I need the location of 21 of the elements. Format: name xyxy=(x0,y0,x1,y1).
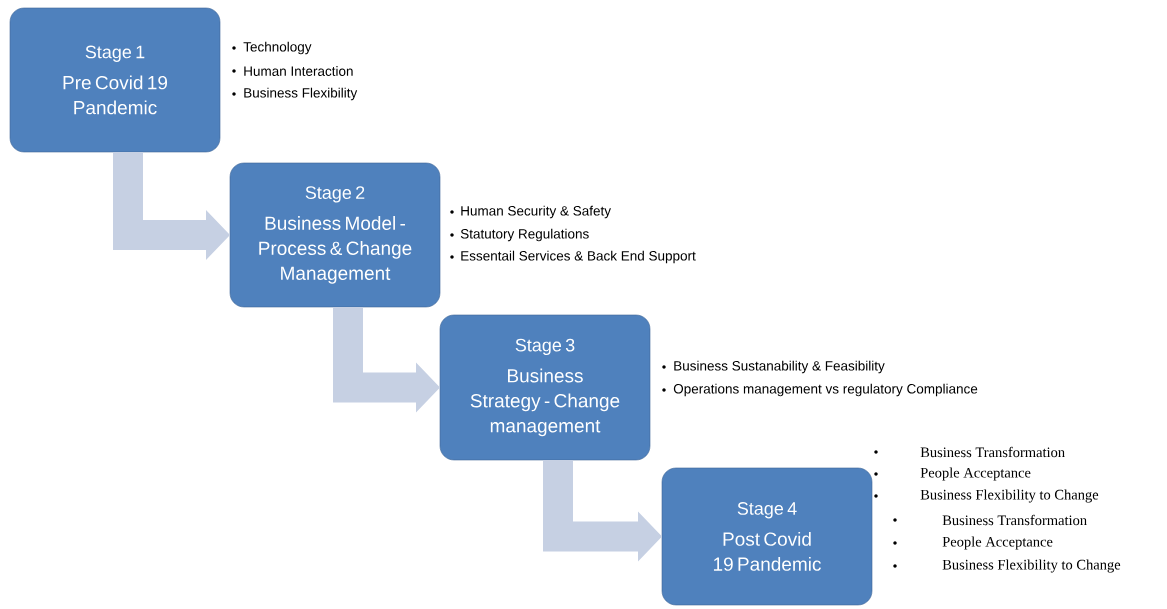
bent-arrow xyxy=(543,460,662,562)
bullet-item: Essentail Services & Back End Support xyxy=(450,250,696,264)
bullet-item: Business Flexibility to Change xyxy=(874,489,1099,503)
stage-box: Stage 1 Pre Covid 19 Pandemic xyxy=(9,7,221,153)
stage-box: Stage 4 Post Covid 19 Pandemic xyxy=(661,467,873,606)
bent-arrow xyxy=(333,307,440,413)
bullet-item: Business Transformation xyxy=(874,446,1065,458)
bullet-item: People Acceptance xyxy=(874,467,1031,481)
stage-box: Stage 2 Business Model - Process & Change Management xyxy=(229,162,441,308)
bullet-item: Business Flexibility xyxy=(232,87,358,101)
bullet-item: Operations management vs regulatory Compliance xyxy=(662,383,978,397)
bullet-item: Technology xyxy=(232,41,312,55)
bullet-item: Human Security & Safety xyxy=(450,205,611,219)
bullet-item: Business Sustanability & Feasibility xyxy=(662,360,885,374)
bent-arrow xyxy=(113,152,230,260)
bullet-item: Human Interaction xyxy=(232,66,353,76)
bullet-item: Business Transformation xyxy=(893,514,1087,526)
bullet-item: People Acceptance xyxy=(893,536,1053,550)
bullet-item: Statutory Regulations xyxy=(450,228,589,242)
stage-box: Stage 3 Business Strategy - Change management xyxy=(439,314,651,461)
bullet-item: Business Flexibility to Change xyxy=(893,559,1121,573)
